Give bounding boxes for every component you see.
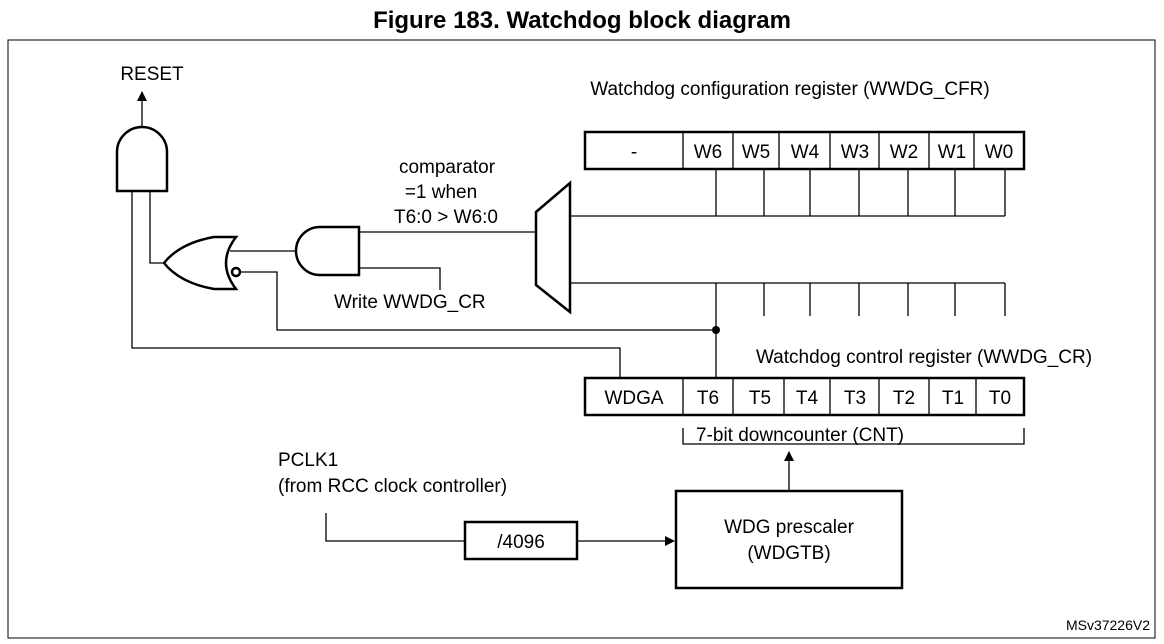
pclk-wire (325, 513, 465, 542)
cfr-register: - W6 W5 W4 W3 W2 W1 W0 (583, 130, 1026, 171)
cr-cell-6: T1 (942, 388, 964, 409)
divider-label: /4096 (497, 532, 545, 553)
comparator-label-line3: T6:0 > W6:0 (394, 207, 498, 228)
or-gate (162, 235, 239, 291)
t6-feedback-wire (240, 271, 716, 331)
cr-cell-5: T2 (893, 388, 915, 409)
figure-frame (7, 39, 1156, 639)
reset-and-gate (115, 125, 169, 193)
cr-cell-1: T6 (697, 388, 719, 409)
cr-cell-0: WDGA (604, 388, 663, 409)
write-wwdg-cr-label: Write WWDG_CR (334, 292, 486, 313)
cfr-cell-5: W2 (890, 142, 919, 163)
cfr-cell-7: W0 (985, 142, 1014, 163)
cfr-bus-taps (715, 169, 1006, 216)
pclk-label-line1: PCLK1 (278, 450, 338, 471)
cfr-cell-0: - (631, 142, 637, 163)
comparator-and-gate (294, 225, 361, 277)
cfr-title: Watchdog configuration register (WWDG_CF… (590, 79, 989, 100)
cr-register: WDGA T6 T5 T4 T3 T2 T1 T0 (583, 376, 1026, 417)
figure-title: Figure 183. Watchdog block diagram (373, 7, 791, 34)
downcounter-bracket (682, 428, 1025, 445)
write-wwdg-cr-wire (359, 267, 441, 290)
cr-cell-3: T4 (796, 388, 819, 409)
cfr-cell-2: W5 (742, 142, 771, 163)
or-inverted-input-bubble (230, 266, 242, 278)
doc-id: MSv37226V2 (1066, 617, 1150, 633)
cr-cell-7: T0 (989, 388, 1011, 409)
cfr-cell-6: W1 (938, 142, 967, 163)
reset-label: RESET (120, 64, 184, 85)
prescaler-label-line2: (WDGTB) (747, 543, 830, 564)
cfr-cell-3: W4 (791, 142, 820, 163)
wdga-to-and-wire (131, 191, 621, 378)
t6-junction-dot (712, 326, 720, 334)
or-to-and-wire (149, 191, 172, 264)
comparator-label-line2: =1 when (405, 182, 477, 203)
comparator-block (534, 180, 572, 315)
cfr-cell-1: W6 (694, 142, 723, 163)
pclk-label-line2: (from RCC clock controller) (278, 476, 507, 497)
cr-title: Watchdog control register (WWDG_CR) (756, 347, 1092, 368)
cfr-cell-4: W3 (841, 142, 870, 163)
comparator-label-line1: comparator (399, 157, 496, 178)
prescaler-block (674, 489, 904, 590)
cr-cell-2: T5 (749, 388, 771, 409)
divider-block (463, 520, 579, 561)
downcounter-label: 7-bit downcounter (CNT) (696, 425, 904, 446)
cr-cell-4: T3 (844, 388, 866, 409)
prescaler-label-line1: WDG prescaler (724, 517, 855, 538)
